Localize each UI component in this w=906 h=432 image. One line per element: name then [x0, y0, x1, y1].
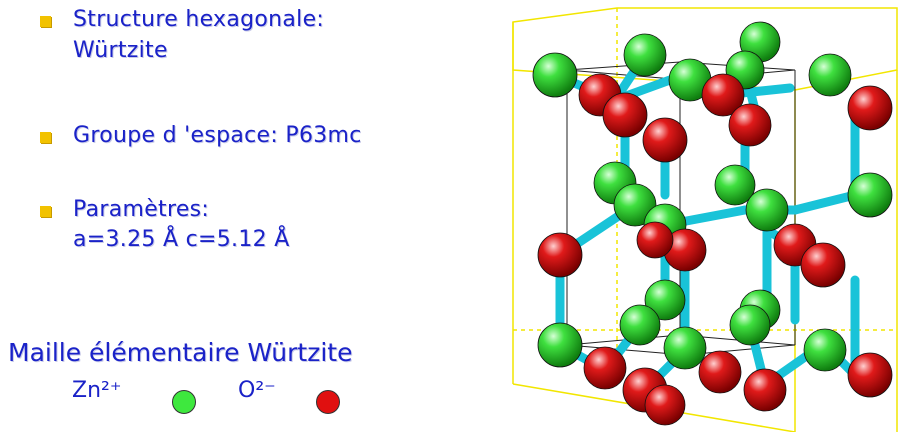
- zn-legend-dot: [172, 390, 196, 414]
- parameters-values: a=3.25 Å c=5.12 Å: [73, 227, 290, 252]
- structure-title: Structure hexagonale:: [73, 7, 325, 32]
- space-group-text: Groupe d 'espace: P63mc: [73, 123, 362, 148]
- structure-name: Würtzite: [73, 38, 168, 63]
- o-label: O²⁻: [238, 378, 276, 403]
- bullet-marker: [40, 206, 51, 217]
- o-legend-dot: [316, 390, 340, 414]
- bullet-marker: [40, 132, 51, 143]
- zn-label: Zn²⁺: [72, 378, 122, 403]
- atoms: [532, 21, 893, 426]
- bullet-marker: [40, 16, 51, 27]
- unit-cell-caption: Maille élémentaire Würtzite: [8, 338, 353, 367]
- wurtzite-crystal-model: [512, 7, 898, 432]
- parameters-title: Paramètres:: [73, 197, 210, 222]
